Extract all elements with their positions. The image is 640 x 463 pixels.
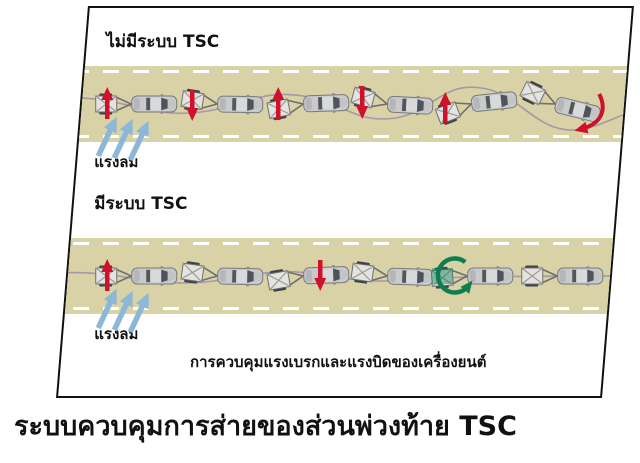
no-tsc-label: ไม่มีระบบ TSC bbox=[106, 32, 220, 52]
diagram-panel: ไม่มีระบบ TSC bbox=[56, 6, 634, 398]
car-trailer-unit bbox=[517, 78, 603, 126]
car-trailer-unit bbox=[179, 259, 264, 288]
inner-caption: การควบคุมแรงเบรกและแรงบิดของเครื่องยนต์ bbox=[190, 353, 487, 371]
road-no-tsc-graphics bbox=[56, 78, 634, 134]
car-trailer-unit bbox=[520, 264, 604, 288]
wind-arrows-icon bbox=[95, 288, 149, 334]
tsc-label: มีระบบ TSC bbox=[94, 194, 188, 214]
tsc-stability-arrow-icon bbox=[435, 256, 473, 295]
car-trailer-unit bbox=[349, 259, 434, 288]
tsc-active-trailer-highlight bbox=[431, 268, 453, 284]
road-tsc-graphics bbox=[56, 256, 634, 295]
diagram-content: ไม่มีระบบ TSC bbox=[56, 8, 634, 395]
road-no-tsc bbox=[56, 66, 634, 142]
spinout-arrow-icon bbox=[574, 93, 605, 134]
trajectory-path bbox=[56, 86, 634, 131]
road-tsc bbox=[56, 238, 634, 314]
wind-arrows-icon bbox=[95, 116, 149, 162]
car-trailer-unit bbox=[265, 264, 350, 294]
page-title: ระบบควบคุมการส่ายของส่วนพ่วงท้าย TSC bbox=[14, 411, 517, 442]
